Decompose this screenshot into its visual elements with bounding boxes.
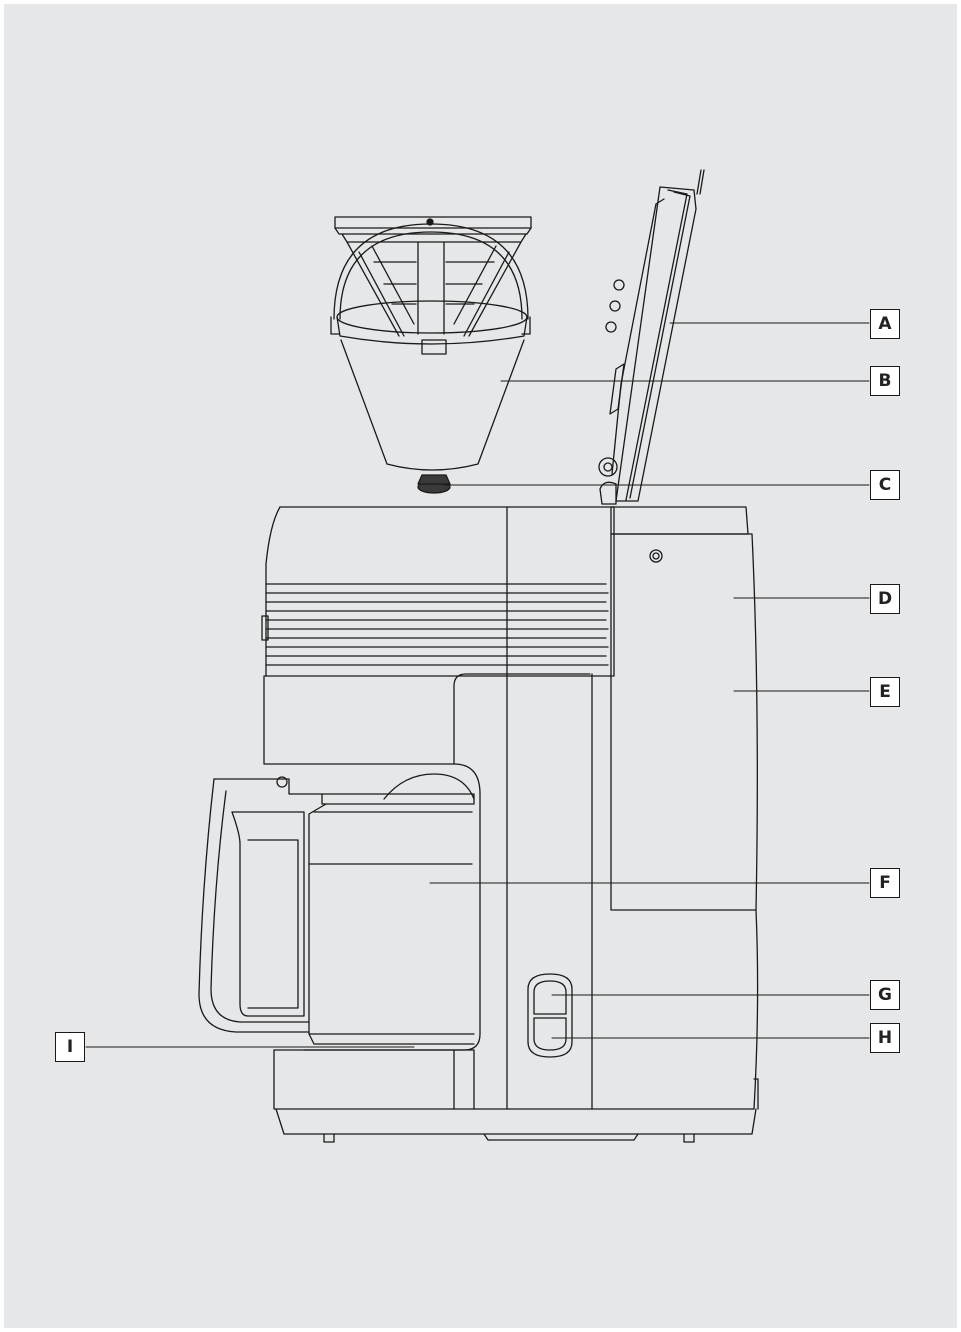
carafe [198,763,481,1051]
coffee-maker-diagram [85,169,870,1143]
callout-a: A [870,309,900,339]
callout-label-f: F [879,873,891,893]
callout-label-g: G [878,985,892,1005]
callout-g: G [870,980,900,1010]
callout-d: D [870,584,900,614]
callout-label-b: B [878,371,892,391]
callout-label-e: E [879,682,891,702]
callout-i: I [55,1032,85,1062]
callout-label-d: D [877,589,893,609]
filter-basket [330,216,532,494]
callout-label-a: A [878,314,892,334]
callout-label-c: C [878,475,892,495]
leader-lines [85,322,870,1048]
callout-h: H [870,1023,900,1053]
callout-e: E [870,677,900,707]
callout-label-h: H [877,1028,893,1048]
callout-f: F [870,868,900,898]
main-body [261,506,759,1143]
manual-page: A B C D E F G H I [4,4,957,1328]
callout-c: C [870,470,900,500]
callout-b: B [870,366,900,396]
lid [598,169,705,505]
callout-label-i: I [66,1037,74,1057]
